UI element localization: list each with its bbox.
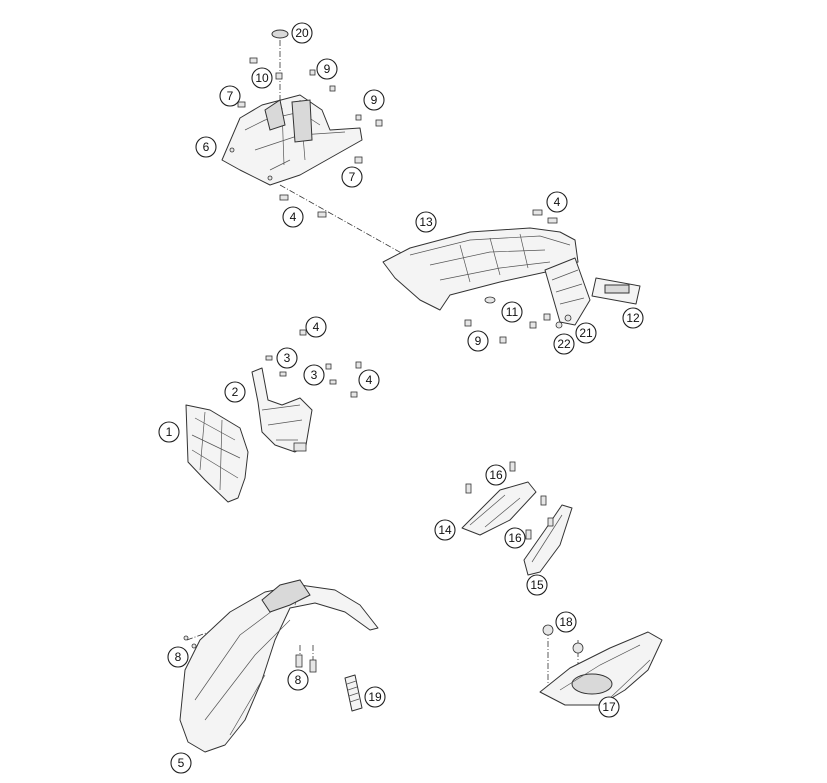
callout: 20 [291, 22, 313, 44]
part-tank-cover [539, 624, 663, 706]
part-front-fender [179, 579, 379, 753]
callout: 3 [303, 364, 325, 386]
callout-label: 22 [557, 337, 571, 351]
callout: 9 [467, 330, 489, 352]
callout: 18 [555, 611, 577, 633]
callout-label: 16 [508, 531, 522, 545]
callout: 14 [434, 519, 456, 541]
callouts: 20 10 9 7 9 6 7 4 13 4 12 11 21 22 9 4 3… [158, 22, 644, 774]
callout-label: 4 [366, 373, 373, 387]
part-reflector [591, 277, 641, 305]
callout: 16 [504, 527, 526, 549]
callout-label: 9 [324, 62, 331, 76]
callout: 8 [287, 669, 309, 691]
callout-label: 3 [284, 351, 291, 365]
callout-label: 12 [626, 311, 640, 325]
callout: 10 [251, 67, 273, 89]
callout-label: 14 [438, 523, 452, 537]
callout-label: 20 [295, 26, 309, 40]
callout: 13 [415, 211, 437, 233]
callout-label: 11 [506, 305, 519, 319]
callout-label: 2 [232, 385, 239, 399]
part-headlight-mask [185, 404, 249, 503]
part-side-cover-left [461, 461, 547, 536]
callout-label: 9 [475, 334, 482, 348]
callout-label: 17 [602, 700, 616, 714]
callout: 4 [358, 369, 380, 391]
callout-label: 19 [368, 690, 382, 704]
callout-label: 4 [290, 210, 297, 224]
part-side-cover-right [523, 504, 573, 576]
callout: 12 [622, 307, 644, 329]
callout: 4 [282, 206, 304, 228]
callout: 7 [219, 85, 241, 107]
callout: 1 [158, 421, 180, 443]
callout-label: 15 [530, 578, 544, 592]
callout-label: 18 [559, 615, 573, 629]
callout-label: 13 [419, 215, 433, 229]
callout-label: 10 [255, 71, 269, 85]
callout: 8 [167, 646, 189, 668]
callout: 4 [305, 316, 327, 338]
callout-label: 7 [227, 89, 234, 103]
part-rear-fender [382, 209, 591, 326]
callout: 16 [485, 464, 507, 486]
callout-label: 8 [175, 650, 182, 664]
part-grille-strip [344, 674, 363, 712]
callout: 5 [170, 752, 192, 774]
callout-label: 4 [313, 320, 320, 334]
callout-label: 16 [489, 468, 503, 482]
callout: 17 [598, 696, 620, 718]
callout-label: 21 [579, 326, 593, 340]
hardware-fender-fasteners [464, 296, 572, 344]
callout: 9 [316, 58, 338, 80]
callout: 11 [501, 301, 523, 323]
callout-label: 5 [178, 756, 185, 770]
callout: 9 [363, 89, 385, 111]
callout: 6 [195, 136, 217, 158]
callout: 2 [224, 381, 246, 403]
callout: 3 [276, 347, 298, 369]
callout: 7 [341, 166, 363, 188]
callout-label: 3 [311, 368, 318, 382]
callout-label: 4 [554, 195, 561, 209]
callout-label: 6 [203, 140, 210, 154]
part-tail-carrier [221, 94, 363, 186]
callout: 15 [526, 574, 548, 596]
callout-label: 8 [295, 673, 302, 687]
hardware-frame-fasteners [237, 57, 383, 218]
part-headlight-bracket [251, 329, 362, 453]
callout-label: 1 [166, 425, 173, 439]
callout: 22 [553, 333, 575, 355]
callout: 4 [546, 191, 568, 213]
callout: 19 [364, 686, 386, 708]
callout-label: 7 [349, 170, 356, 184]
callout-label: 9 [371, 93, 378, 107]
callout: 21 [575, 322, 597, 344]
part-grommet [271, 29, 289, 39]
